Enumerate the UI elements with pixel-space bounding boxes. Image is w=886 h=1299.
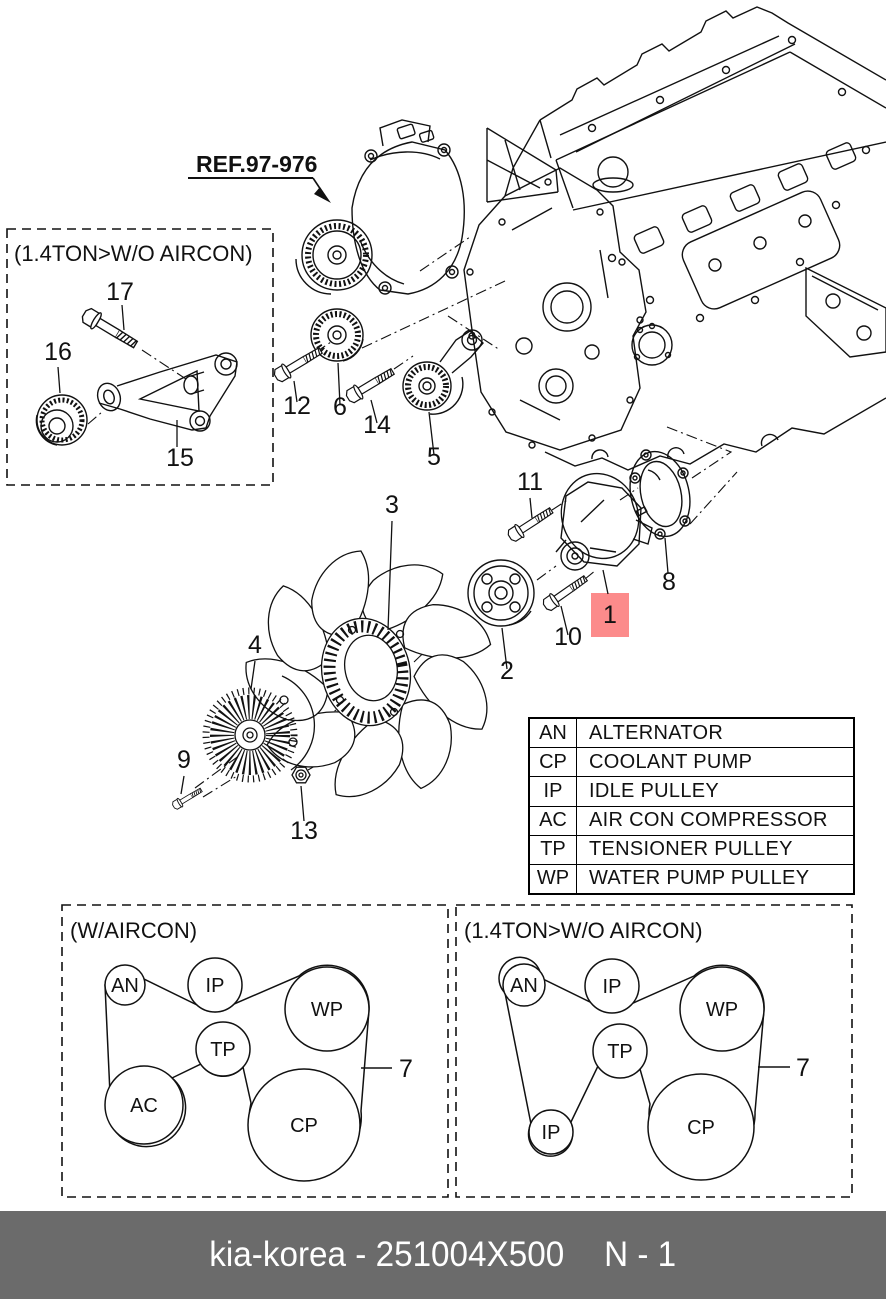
pump-gasket <box>629 449 691 540</box>
pulley-wp-label: WP <box>311 999 343 1021</box>
pulley-an <box>104 964 146 1006</box>
bolt-12 <box>271 342 326 385</box>
footer-page-number: N - 1 <box>604 1235 677 1274</box>
pulley-ip-bottom <box>528 1109 574 1155</box>
callout-4: 4 <box>248 631 262 659</box>
parts-diagram: REF.97-976 (1.4TON>W/O AIRCON) 17 16 15 … <box>6 6 886 1198</box>
callout-labels: 17 16 15 12 6 14 5 3 11 2 10 1 8 4 9 13 <box>44 278 676 845</box>
callout-12: 12 <box>283 392 311 420</box>
belt-box-right-border <box>455 904 853 1198</box>
highlight-box <box>591 593 629 637</box>
callout-10: 10 <box>554 623 582 651</box>
legend-row: IP IDLE PULLEY <box>530 776 853 806</box>
legend-name: TENSIONER PULLEY <box>589 838 793 861</box>
legend-row: TP TENSIONER PULLEY <box>530 834 853 864</box>
legend-name: COOLANT PUMP <box>589 750 753 773</box>
callout-13: 13 <box>290 817 318 845</box>
leader-lines <box>57 304 669 822</box>
legend-row: AC AIR CON COMPRESSOR <box>530 805 853 835</box>
belt-diagram-right: (1.4TON>W/O AIRCON) AN IP WP TP IP CP 7 <box>455 904 853 1198</box>
coolant-pump <box>555 472 653 571</box>
engine-block <box>463 6 886 471</box>
pulley-ip-top <box>584 958 640 1014</box>
belt-box-left-title: (W/AIRCON) <box>70 918 197 943</box>
bolt-9 <box>170 785 205 812</box>
nut-13 <box>291 766 311 784</box>
ac-compressor <box>295 119 465 295</box>
pulley-cp <box>647 1073 755 1181</box>
pulley-ac-label: AC <box>130 1095 158 1117</box>
pulley-tp-label: TP <box>210 1039 236 1061</box>
pulley-wp <box>284 966 370 1052</box>
legend-name: ALTERNATOR <box>589 721 724 744</box>
bolt-10 <box>540 571 591 614</box>
pulley-wp <box>679 966 765 1052</box>
engine-bolt-dots <box>587 35 871 323</box>
pulley-ip-top-label: IP <box>603 976 622 998</box>
callout-8: 8 <box>662 568 676 596</box>
footer-brand-code: kia-korea - 251004X500 <box>209 1235 565 1274</box>
legend-name: WATER PUMP PULLEY <box>589 867 810 890</box>
inset-box-border <box>6 228 274 486</box>
legend-abbr: TP <box>530 835 577 864</box>
pulley-ip-bottom-label: IP <box>542 1122 561 1144</box>
pulley-cp-label: CP <box>687 1117 715 1139</box>
callout-14: 14 <box>363 411 391 439</box>
belt-callout-left: 7 <box>399 1055 413 1083</box>
legend-abbr: AN <box>530 719 577 748</box>
callout-9: 9 <box>177 746 191 774</box>
legend-name: AIR CON COMPRESSOR <box>589 809 828 832</box>
belt-callout-right: 7 <box>796 1054 810 1082</box>
bolt-14 <box>343 363 398 406</box>
pulley-tp-label: TP <box>607 1041 633 1063</box>
legend-abbr: IP <box>530 777 577 806</box>
belt-box-left-border <box>61 904 449 1198</box>
legend-abbr: WP <box>530 864 577 894</box>
pulley-cp <box>247 1068 361 1182</box>
legend-row: AN ALTERNATOR <box>530 719 853 748</box>
pulley-wp-label: WP <box>706 999 738 1021</box>
ref-annotation: REF.97-976 <box>188 151 331 203</box>
fan-clutch <box>202 675 316 783</box>
callout-2: 2 <box>500 657 514 685</box>
legend-row: CP COOLANT PUMP <box>530 747 853 777</box>
callout-1-highlighted: 1 <box>603 601 617 629</box>
water-pump-pulley <box>467 559 535 627</box>
bracket-15 <box>96 352 238 432</box>
footer-bar: kia-korea - 251004X500 N - 1 <box>0 1211 886 1299</box>
timing-cover-bolt-dots <box>466 178 644 449</box>
legend-abbr: AC <box>530 806 577 835</box>
callout-16: 16 <box>44 338 72 366</box>
callout-17: 17 <box>106 278 134 306</box>
pulley-an <box>502 963 546 1007</box>
ref-arrow-icon <box>314 187 331 203</box>
ref-label: REF.97-976 <box>196 151 317 177</box>
belt-box-right-title: (1.4TON>W/O AIRCON) <box>464 918 703 943</box>
abbreviation-legend-table: AN ALTERNATOR CP COOLANT PUMP IP IDLE PU… <box>528 717 855 895</box>
callout-6: 6 <box>333 393 347 421</box>
pulley-an-label: AN <box>111 975 139 997</box>
legend-abbr: CP <box>530 748 577 777</box>
pulley-ac <box>104 1065 184 1145</box>
callout-5: 5 <box>427 443 441 471</box>
pulley-an-label: AN <box>510 975 538 997</box>
callout-11: 11 <box>517 468 543 496</box>
pulley-tp <box>592 1023 648 1079</box>
legend-row: WP WATER PUMP PULLEY <box>530 863 853 894</box>
legend-name: IDLE PULLEY <box>589 779 720 802</box>
bolt-17 <box>78 305 141 354</box>
pulley-16 <box>35 394 88 446</box>
pulley-cp-label: CP <box>290 1115 318 1137</box>
idle-pulley-6 <box>310 308 364 362</box>
callout-3: 3 <box>385 491 399 519</box>
pulley-ip-label: IP <box>206 975 225 997</box>
pulley-ip <box>187 957 243 1013</box>
inset-box-title: (1.4TON>W/O AIRCON) <box>14 241 253 266</box>
belt-diagram-left: (W/AIRCON) AN IP WP TP AC CP 7 <box>61 904 449 1198</box>
callout-15: 15 <box>166 444 194 472</box>
cooling-fan <box>240 545 496 801</box>
tensioner-pulley-5 <box>402 329 484 415</box>
pulley-tp <box>195 1021 251 1077</box>
